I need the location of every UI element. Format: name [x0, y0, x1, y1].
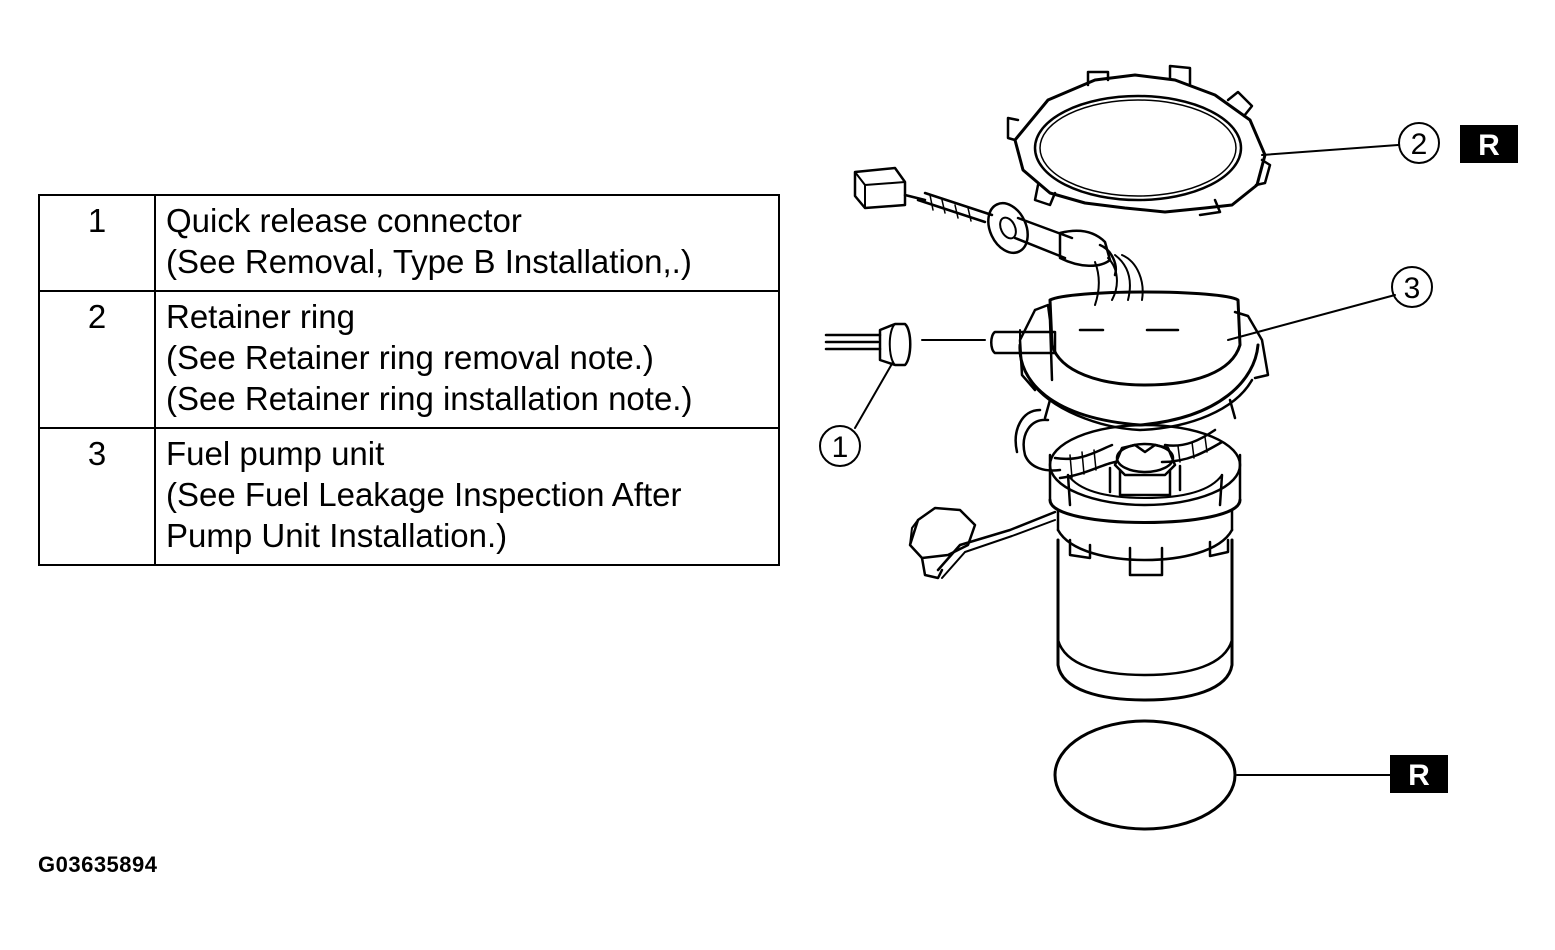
gasket-o-ring [1053, 719, 1237, 831]
replace-badge-label: R [1478, 129, 1500, 162]
part-number: 2 [38, 290, 156, 429]
part-description: Fuel pump unit (See Fuel Leakage Inspect… [154, 427, 780, 566]
part-name: Fuel pump unit [166, 435, 385, 472]
figure-id: G03635894 [38, 852, 158, 877]
part-reference: (See Fuel Leakage Inspection After [166, 476, 682, 513]
part-reference: (See Retainer ring installation note.) [166, 380, 693, 417]
part-number: 3 [38, 427, 156, 566]
callout-1: 1 [819, 425, 861, 467]
part-description: Retainer ring (See Retainer ring removal… [154, 290, 780, 429]
wiring-harness-connector [853, 166, 1144, 306]
table-row: 3 Fuel pump unit (See Fuel Leakage Inspe… [38, 427, 780, 566]
quick-release-connector [824, 322, 986, 367]
replace-badge-label: R [1408, 759, 1430, 792]
callout-1-label: 1 [832, 431, 849, 464]
replace-badge: R [1390, 755, 1448, 793]
callout-3: 3 [1391, 266, 1433, 308]
callout-2-label: 2 [1411, 128, 1428, 161]
part-name: Quick release connector [166, 202, 522, 239]
part-reference: (See Removal, Type B Installation,.) [166, 243, 692, 280]
part-reference: Pump Unit Installation.) [166, 517, 508, 554]
part-number: 1 [38, 194, 156, 292]
part-description: Quick release connector (See Removal, Ty… [154, 194, 780, 292]
callout-3-label: 3 [1404, 272, 1421, 305]
callout-2: 2 [1398, 122, 1440, 164]
leader-lines [854, 144, 1399, 776]
fuel-pump-unit [908, 290, 1270, 702]
table-row: 2 Retainer ring (See Retainer ring remov… [38, 290, 780, 429]
part-reference: (See Retainer ring removal note.) [166, 339, 654, 376]
replace-badge: R [1460, 125, 1518, 163]
retainer-ring [1006, 64, 1272, 217]
part-name: Retainer ring [166, 298, 355, 335]
table-row: 1 Quick release connector (See Removal, … [38, 194, 780, 292]
parts-legend-table: 1 Quick release connector (See Removal, … [38, 194, 780, 566]
